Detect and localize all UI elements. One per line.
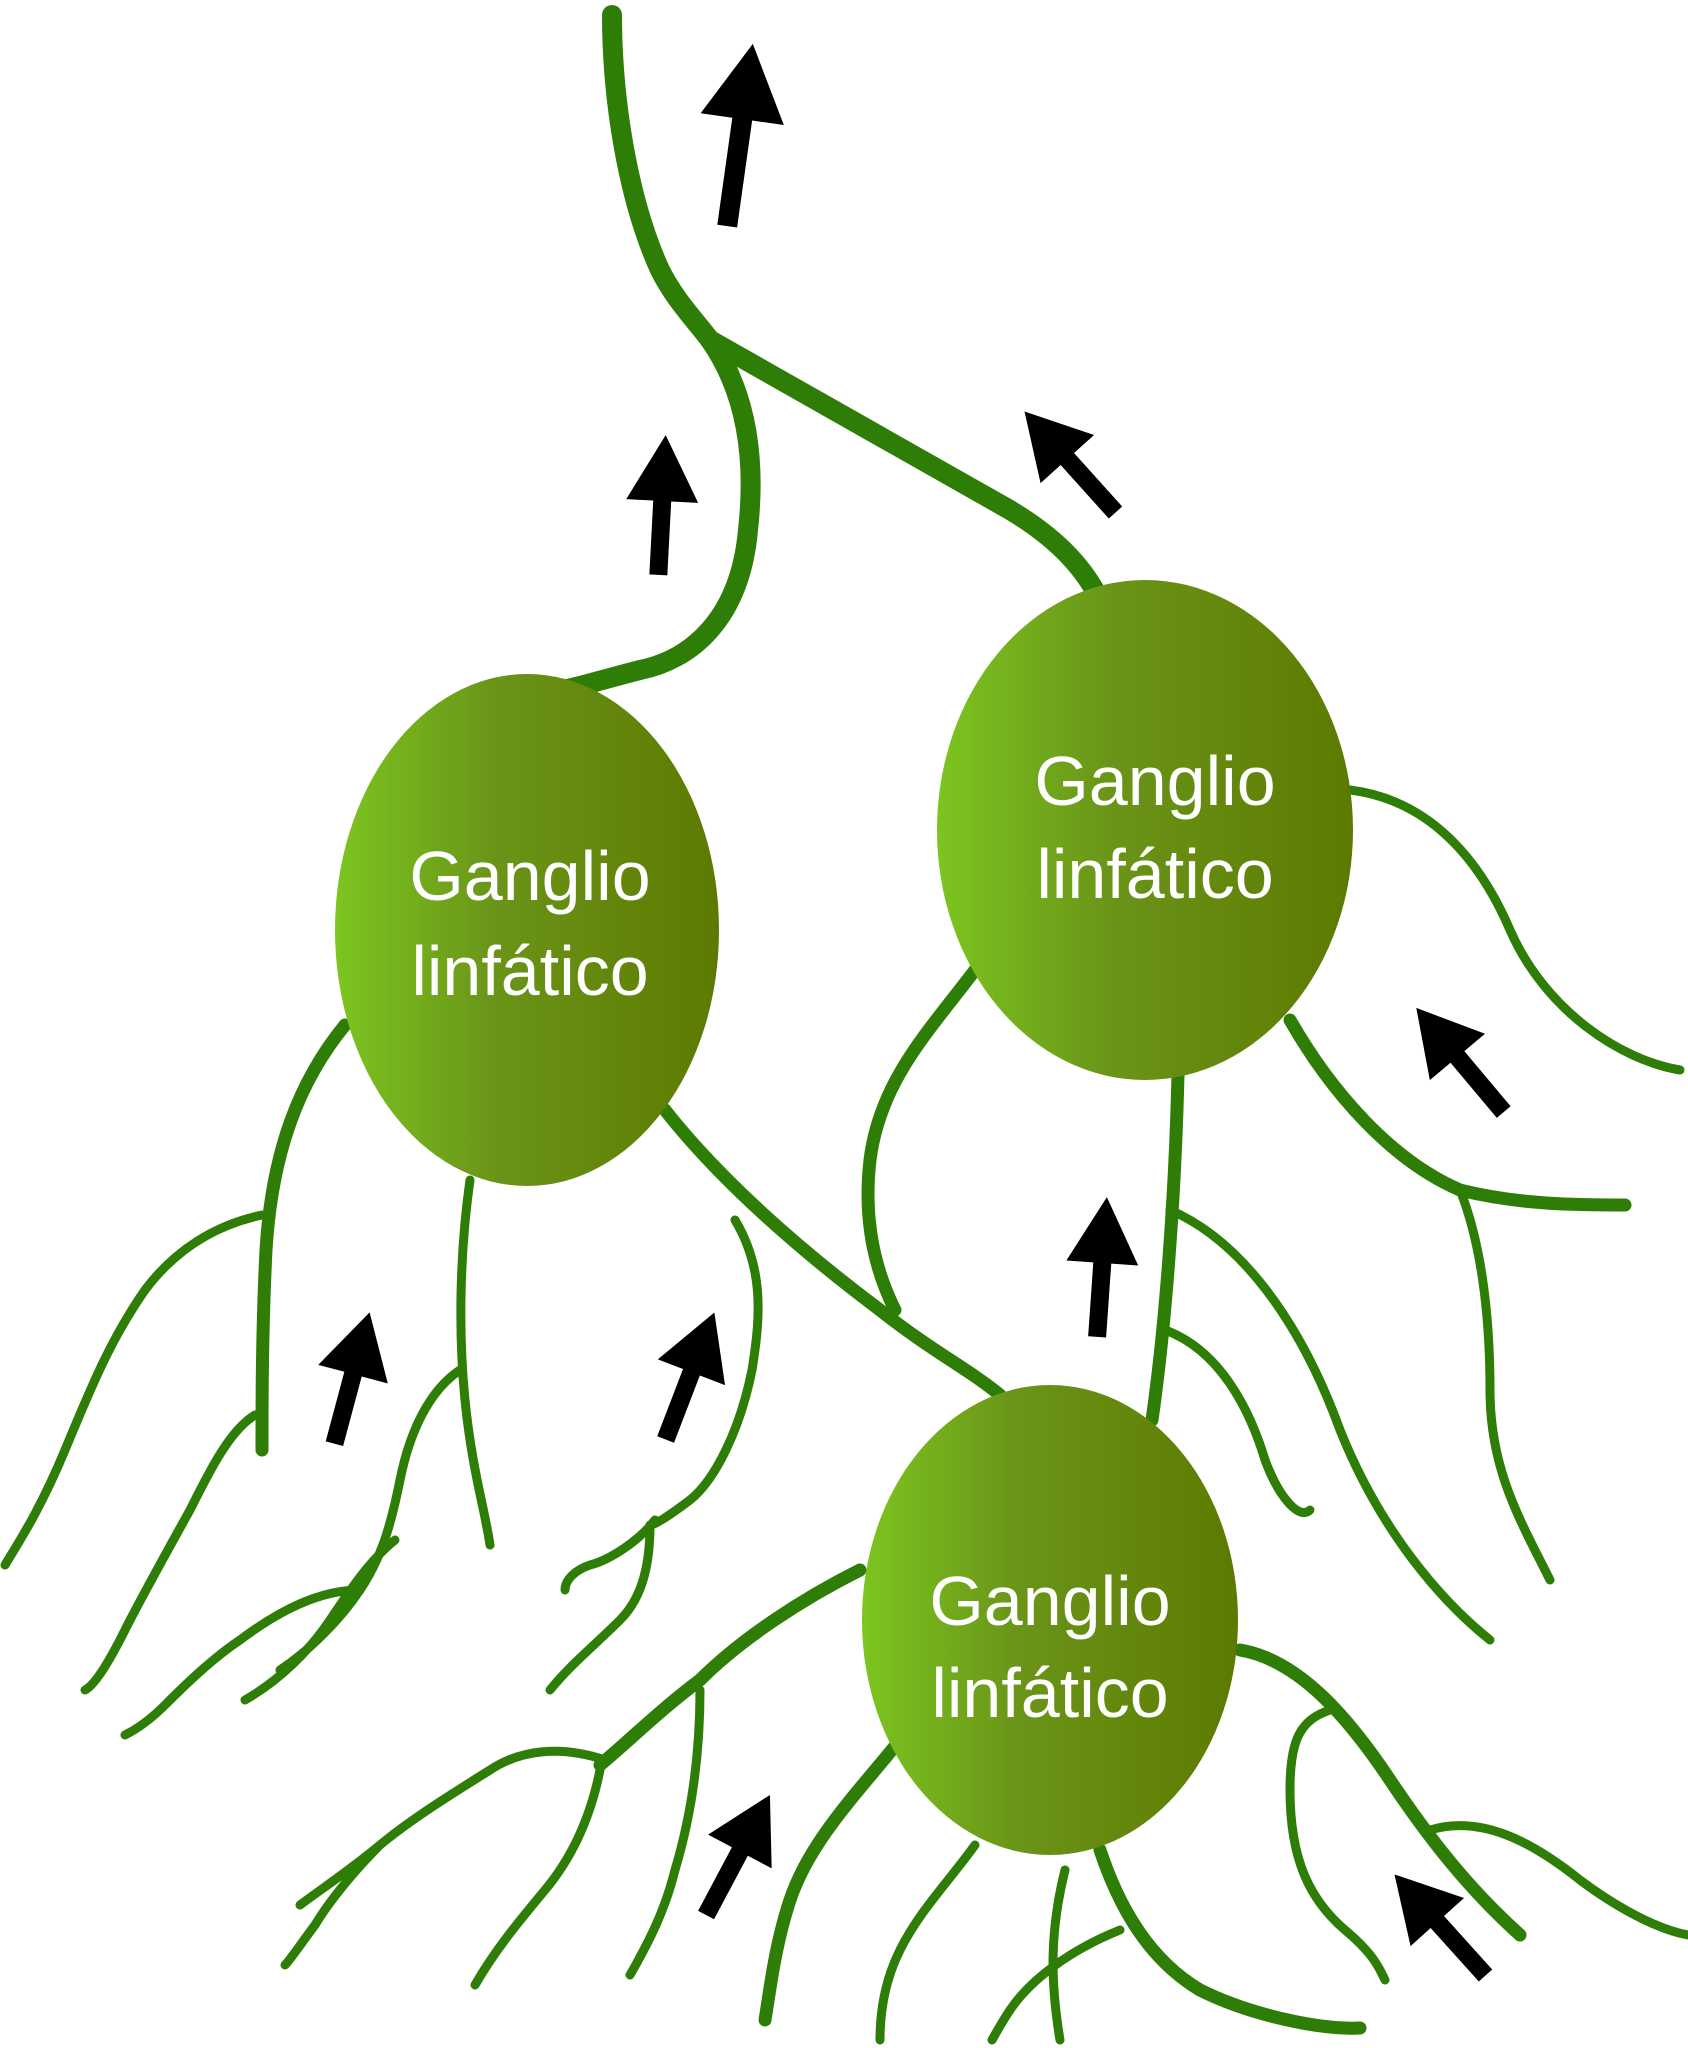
bottom-node-lower-twig-b — [1048, 1865, 1070, 2045]
node-label-line2: linfático — [1036, 835, 1273, 913]
bottom-left-twig-b — [625, 1685, 705, 1980]
left-branch-twig-a — [0, 1210, 267, 1570]
right-branch-twig-b — [545, 1520, 655, 1695]
right-to-bottom-connector — [1145, 1068, 1185, 1427]
left-node-mid-branch — [456, 1175, 495, 1550]
flow-arrows — [318, 43, 1511, 1982]
bottom-left-twig-d — [280, 1840, 385, 1970]
node-label-line1: Ganglio — [1034, 742, 1275, 820]
node-label-line2: linfático — [931, 1654, 1168, 1732]
flow-arrow-icon — [1416, 1007, 1511, 1118]
trunk-to-left-node — [550, 330, 761, 700]
left-node-left-branch — [255, 1018, 352, 1457]
right-node-lower-twig — [1455, 1185, 1555, 1585]
lymph-node-left: Ganglio linfático — [335, 674, 719, 1186]
main-trunk — [602, 5, 720, 350]
right-node-lower-branch — [1283, 1013, 1632, 1212]
bottom-node-lower-left-branch — [758, 1733, 907, 2027]
bottom-node-lower-right-branch — [1093, 1843, 1367, 2035]
right-node-upper-branch — [1345, 785, 1685, 1075]
right-branch-twig-a — [560, 1515, 660, 1595]
bottom-node-lower-twig-a — [875, 1840, 980, 2045]
bottom-left-twig-c — [470, 1765, 605, 1990]
mid-branch-twig-b — [120, 1585, 365, 1740]
right-node-left-branch — [861, 963, 982, 1317]
bottom-right-twig-b — [1425, 1821, 1688, 1940]
bottom-node-right-branch — [1233, 1643, 1527, 1942]
mid-branch-twig-c — [240, 1535, 400, 1705]
mid-branch-twig-a — [275, 1365, 465, 1675]
node-label-line1: Ganglio — [929, 1562, 1170, 1640]
bottom-node-left-branch — [593, 1563, 867, 1772]
flow-arrow-icon — [700, 43, 784, 228]
flow-arrow-icon — [698, 1794, 772, 1920]
flow-arrow-icon — [657, 1312, 726, 1443]
bottom-right-twig-a — [1285, 1705, 1390, 1985]
left-branch-twig-b — [80, 1410, 260, 1695]
flow-arrow-icon — [1066, 1197, 1139, 1338]
right-bottom-twig-a — [1165, 1205, 1495, 1645]
flow-arrow-icon — [1394, 1874, 1493, 1982]
trunk-to-right-node — [700, 330, 1110, 610]
left-node-right-branch — [645, 1215, 763, 1530]
bottom-node-lower-twig-c — [987, 1925, 1125, 2045]
flow-arrow-icon — [1024, 411, 1123, 519]
lymph-nodes: Ganglio linfático Ganglio linfático Gang… — [335, 580, 1353, 1855]
bottom-left-twig-a — [295, 1746, 610, 1910]
lymphatic-vessels — [0, 5, 1688, 2045]
flow-arrow-icon — [318, 1312, 388, 1447]
lymph-node-right: Ganglio linfático — [937, 580, 1353, 1080]
node-label-line2: linfático — [411, 932, 648, 1010]
right-bottom-twig-b — [1160, 1325, 1315, 1517]
lymph-node-bottom: Ganglio linfático — [862, 1385, 1238, 1855]
flow-arrow-icon — [626, 435, 699, 576]
node-label-line1: Ganglio — [409, 837, 650, 915]
left-to-bottom-connector — [658, 1103, 1007, 1402]
